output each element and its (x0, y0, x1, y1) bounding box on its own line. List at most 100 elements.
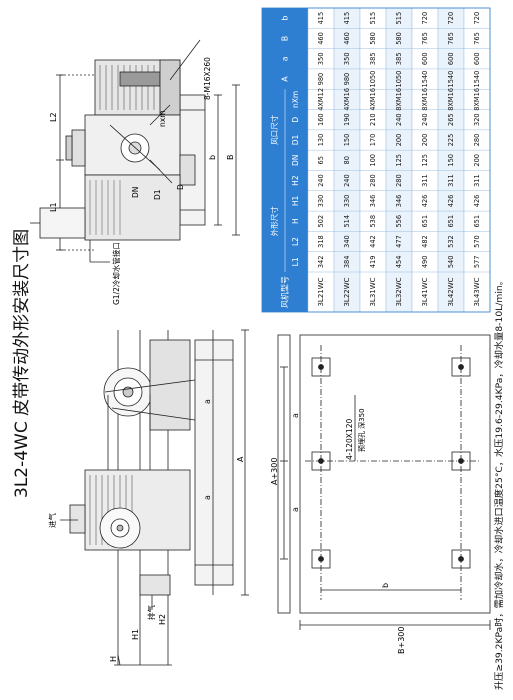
l1-label: L1 (49, 202, 58, 212)
table-cell: 240 (421, 113, 429, 126)
table-cell-model: 3L21WC (317, 277, 325, 306)
header-col: a (281, 56, 290, 61)
table-cell: 346 (369, 195, 377, 208)
table-cell: 426 (447, 195, 455, 208)
dimension-table: 风机型号外形尺寸L1L2HH1H2风口尺寸DND1DnXmAaBb3L21WC3… (261, 7, 491, 313)
table-cell: 200 (395, 134, 403, 147)
table-cell: 1540 (447, 71, 455, 88)
table-cell: 651 (421, 215, 429, 228)
inlet-label: 进气 (47, 513, 57, 528)
table-cell: 350 (343, 52, 351, 65)
table-cell: 720 (421, 12, 429, 25)
document-title: 3L2-4WC 皮带传动外形安装尺寸图 (12, 229, 32, 498)
B-label: B (226, 155, 235, 161)
flange-bolt-label: 8-M16X260 (203, 57, 212, 100)
header-col: D (291, 117, 300, 123)
table-cell: 442 (369, 235, 377, 248)
table-cell: 190 (343, 113, 351, 126)
table-row (385, 7, 413, 313)
table-cell: 342 (317, 256, 325, 269)
table-cell: 240 (343, 174, 351, 187)
table-cell: 311 (447, 174, 455, 187)
table-cell-model: 3L22WC (343, 277, 351, 306)
table-cell: 4XM16 (369, 88, 377, 111)
table-cell: 426 (421, 195, 429, 208)
table-cell: 280 (395, 174, 403, 187)
table-cell: 460 (317, 32, 325, 45)
nxm-label: nxm (158, 111, 167, 128)
header-model: 风机型号 (280, 276, 290, 308)
table-cell: 330 (343, 195, 351, 208)
table-cell: 265 (447, 113, 455, 126)
dn-label: DN (131, 187, 140, 198)
table-cell: 8XM16 (447, 88, 455, 111)
table-cell: 210 (369, 113, 377, 126)
table-cell: 346 (395, 195, 403, 208)
table-row (359, 7, 387, 313)
foundation-a-label-2: a (291, 507, 300, 512)
table-row (307, 7, 335, 313)
table-cell: 4XM16 (343, 88, 351, 111)
table-cell: 311 (473, 174, 481, 187)
header-col: L1 (291, 257, 300, 266)
table-cell: 482 (421, 235, 429, 248)
foundation-b-label: b (381, 583, 390, 588)
table-cell: 720 (473, 12, 481, 25)
table-cell: 580 (395, 32, 403, 45)
Aplus-label: A+300 (270, 458, 279, 485)
table-cell: 200 (421, 134, 429, 147)
table-cell: 150 (343, 134, 351, 147)
table-cell: 65 (317, 156, 325, 164)
header-col: H (291, 218, 300, 224)
table-cell: 311 (421, 174, 429, 187)
table-cell: 320 (473, 113, 481, 126)
table-cell: 1050 (369, 71, 377, 88)
table-row (463, 7, 491, 313)
header-port-group: 风口尺寸 (269, 114, 279, 144)
table-cell-model: 3L31WC (369, 277, 377, 306)
table-cell: 765 (447, 32, 455, 45)
table-cell: 577 (473, 256, 481, 269)
anchor-depth-label: 预埋孔 深350 (357, 408, 366, 452)
foundation-a-label-1: a (291, 413, 300, 418)
a-label-2: a (203, 495, 212, 500)
table-cell: 415 (343, 12, 351, 25)
table-cell: 280 (473, 134, 481, 147)
foundation-plan (277, 334, 491, 630)
H2-label: H2 (158, 614, 167, 625)
header-col: D1 (291, 134, 300, 145)
table-cell: 600 (447, 52, 455, 65)
side-view-drawing (60, 329, 249, 666)
table-cell: 765 (421, 32, 429, 45)
header-col: B (281, 36, 290, 42)
table-cell-model: 3L43WC (473, 277, 481, 306)
table-cell: 515 (369, 12, 377, 25)
table-cell: 384 (343, 256, 351, 269)
table-cell: 385 (369, 52, 377, 65)
table-cell: 4XM12 (317, 88, 325, 111)
table-cell: 160 (317, 113, 325, 126)
table-cell: 1540 (473, 71, 481, 88)
table-cell-model: 3L42WC (447, 277, 455, 306)
end-view-drawing (30, 39, 240, 263)
table-cell: 600 (473, 52, 481, 65)
table-cell: 454 (395, 256, 403, 269)
a-label-1: a (203, 399, 212, 404)
table-cell-model: 3L41WC (421, 277, 429, 306)
table-cell: 580 (369, 32, 377, 45)
table-cell: 8XM16 (395, 88, 403, 111)
table-cell: 8XM16 (473, 88, 481, 111)
table-cell: 100 (369, 154, 377, 167)
anchor-hole-label: 4-120X120 (345, 419, 354, 460)
table-cell: 1050 (395, 71, 403, 88)
table-cell: 765 (473, 32, 481, 45)
table-cell: 130 (317, 134, 325, 147)
table-cell: 600 (421, 52, 429, 65)
header-col: L2 (291, 237, 300, 246)
header-col: H1 (291, 195, 300, 206)
table-cell: 538 (369, 215, 377, 228)
table-cell: 556 (395, 215, 403, 228)
table-cell: 8XM16 (421, 88, 429, 111)
table-cell: 415 (317, 12, 325, 25)
table-cell: 240 (395, 113, 403, 126)
